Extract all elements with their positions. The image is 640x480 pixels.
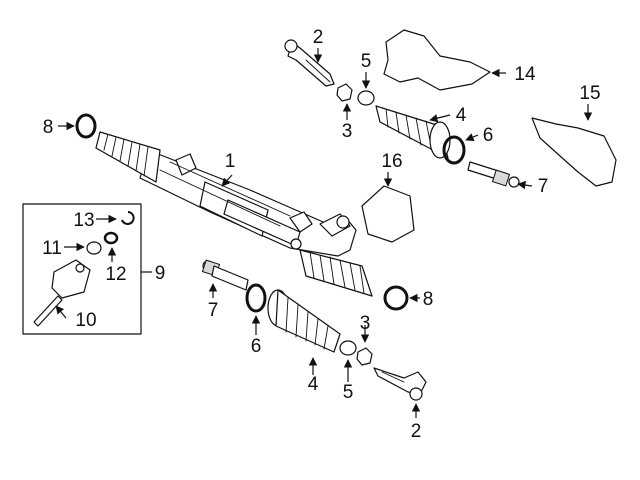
clamp-bottom: [339, 340, 357, 356]
inset-box: [22, 203, 142, 335]
callout-7-left: 7: [208, 300, 219, 321]
callout-5-bottom: 5: [343, 382, 354, 403]
callout-15: 15: [579, 83, 600, 104]
callout-10: 10: [75, 310, 96, 331]
callout-7-right: 7: [538, 176, 549, 197]
rack-left-boot: [95, 131, 161, 183]
callout-4-top: 4: [456, 105, 467, 126]
dust-boot: [361, 185, 415, 243]
callout-4-bottom: 4: [308, 374, 319, 395]
callout-14: 14: [514, 64, 536, 85]
callout-6-bottom: 6: [251, 336, 262, 357]
tie-rod-end-top: [284, 39, 335, 87]
inner-tie-rod-left: [201, 259, 249, 291]
clip-13: [121, 211, 135, 225]
rack-right-boot: [299, 249, 373, 297]
ring-8-left: [75, 113, 97, 139]
callout-11: 11: [42, 238, 62, 259]
inner-tie-rod-right: [467, 161, 520, 188]
callout-3-top: 3: [342, 121, 353, 142]
ring-bottom: [245, 283, 267, 313]
ring-12: [103, 231, 119, 245]
callout-numbers: 1 2 3 5 4 6 7 14 15 16 8 8 7 6 4 3 5 2 9…: [42, 27, 600, 442]
callout-5-top: 5: [361, 51, 372, 72]
steering-rack-housing: [139, 149, 357, 257]
callout-6-top: 6: [483, 125, 494, 146]
cover-bracket: [531, 117, 617, 187]
callout-9: 9: [155, 263, 166, 284]
nut-bottom: [356, 347, 373, 366]
clamp-top: [357, 90, 375, 106]
ring-top: [442, 135, 466, 165]
callout-13: 13: [73, 210, 94, 231]
callout-2-bottom: 2: [411, 421, 422, 442]
bolt-10: [33, 295, 63, 327]
tie-rod-end-bottom: [373, 367, 427, 401]
callout-8-right: 8: [423, 289, 434, 310]
boot-bottom: [267, 289, 341, 353]
seal-11: [86, 241, 102, 255]
callout-8-left: 8: [43, 117, 54, 138]
leader-lines: [55, 48, 593, 418]
callout-16: 16: [381, 151, 402, 172]
ring-8-right: [383, 285, 409, 311]
nut-top: [336, 83, 353, 102]
heat-shield: [383, 29, 491, 91]
callout-2-top: 2: [313, 27, 324, 48]
callout-3-bottom: 3: [360, 313, 371, 334]
callout-12: 12: [105, 264, 126, 285]
callout-1: 1: [225, 151, 236, 172]
